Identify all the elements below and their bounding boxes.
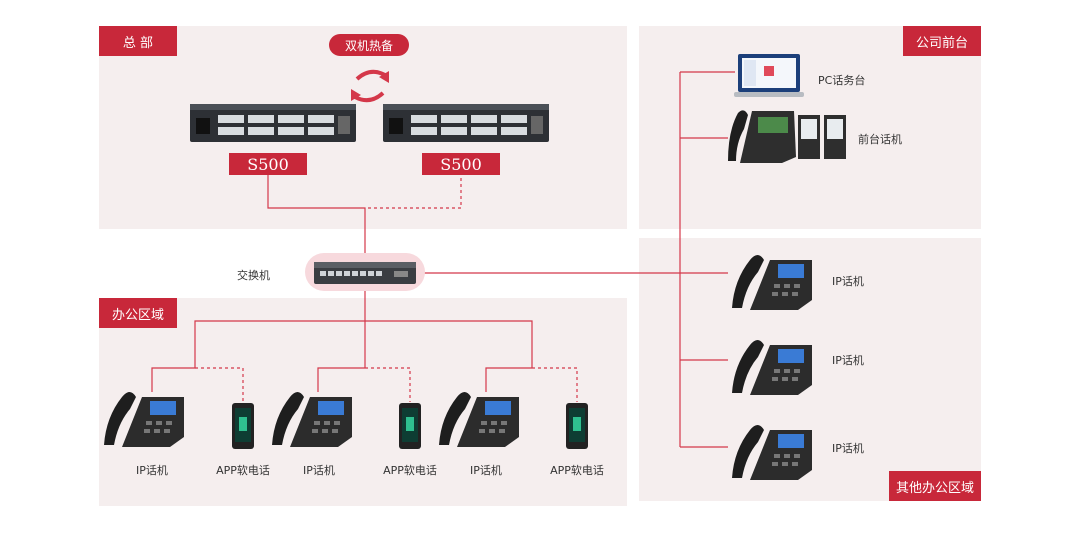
link-office-bus xyxy=(194,288,366,343)
other-device-label: IP话机 xyxy=(832,354,864,367)
server-right-icon xyxy=(383,104,549,142)
link-server-right xyxy=(365,172,462,209)
desk-phone-icon xyxy=(439,392,519,447)
switch-icon xyxy=(314,262,416,284)
other-device-label: IP话机 xyxy=(832,442,864,455)
mobile-phone-icon xyxy=(566,403,588,449)
office-zone xyxy=(99,298,627,506)
zone-tag-reception: 公司前台 xyxy=(903,26,981,56)
office-device-label: IP话机 xyxy=(136,464,168,477)
server-left-model: S500 xyxy=(229,153,307,175)
desk-phone-icon xyxy=(272,392,352,447)
desk-phone-icon xyxy=(104,392,184,447)
other-device-label: IP话机 xyxy=(832,275,864,288)
office-device-label: IP话机 xyxy=(303,464,335,477)
office-device-label: APP软电话 xyxy=(383,464,437,477)
laptop-icon xyxy=(734,54,804,97)
reception-device-label: 前台话机 xyxy=(858,133,902,146)
link-server-left xyxy=(267,172,366,258)
office-device-label: APP软电话 xyxy=(550,464,604,477)
zone-tag-hq: 总 部 xyxy=(99,26,177,56)
desk-phone-icon xyxy=(732,255,812,310)
server-left-icon xyxy=(190,104,356,142)
switch-label: 交换机 xyxy=(237,269,270,282)
reception-device-label: PC话务台 xyxy=(818,74,866,87)
desk-phone-icon xyxy=(732,340,812,395)
zone-tag-other-office: 其他办公区域 xyxy=(889,471,981,501)
mobile-phone-icon xyxy=(399,403,421,449)
mobile-phone-icon xyxy=(232,403,254,449)
office-device-label: IP话机 xyxy=(470,464,502,477)
reception-console-icon xyxy=(728,110,846,163)
hot-standby-badge: 双机热备 xyxy=(329,34,409,56)
desk-phone-icon xyxy=(732,425,812,480)
server-right-model: S500 xyxy=(422,153,500,175)
swap-arrows-icon xyxy=(351,69,389,103)
zone-tag-office: 办公区域 xyxy=(99,298,177,328)
office-device-label: APP软电话 xyxy=(216,464,270,477)
